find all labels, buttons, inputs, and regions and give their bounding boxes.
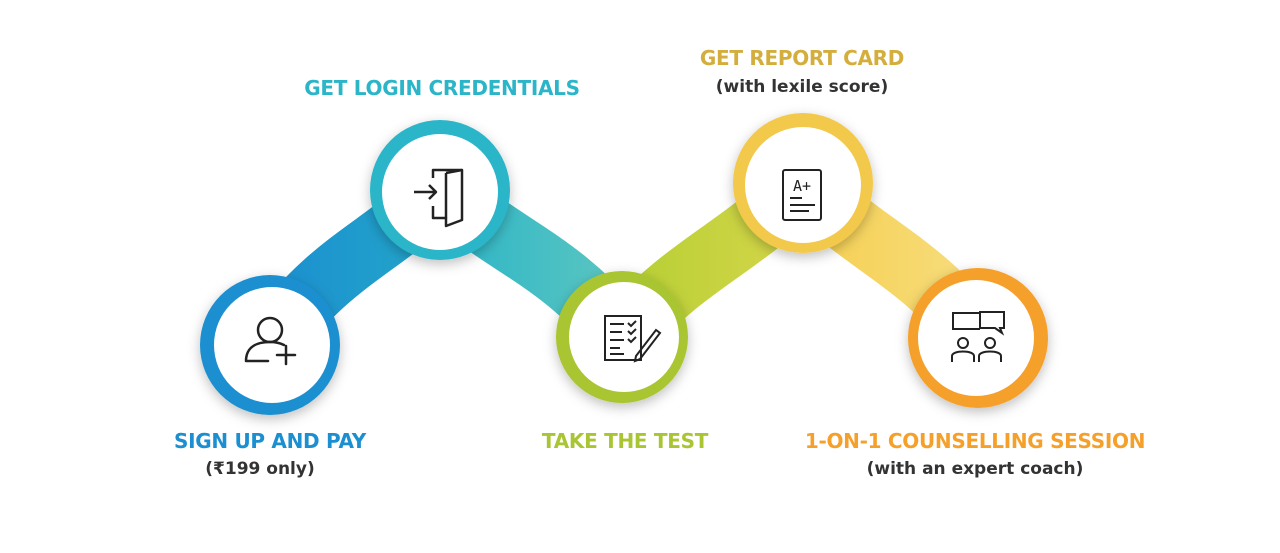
step-5-subtitle: (with an expert coach) bbox=[866, 459, 1084, 479]
test-checklist-icon bbox=[604, 315, 662, 363]
step-2-circle bbox=[370, 120, 510, 260]
user-plus-icon bbox=[244, 316, 297, 366]
step-1-circle bbox=[200, 275, 340, 415]
step-5-title: 1-ON-1 COUNSELLING SESSION bbox=[804, 429, 1146, 453]
login-door-icon bbox=[414, 168, 464, 228]
step-4-circle bbox=[733, 113, 873, 253]
report-card-icon: A+ bbox=[782, 169, 822, 221]
svg-text:A+: A+ bbox=[793, 177, 811, 195]
step-3-title: TAKE THE TEST bbox=[541, 429, 709, 453]
step-2-title: GET LOGIN CREDENTIALS bbox=[304, 76, 580, 100]
step-1-title: SIGN UP AND PAY bbox=[174, 429, 366, 453]
step-1-subtitle: (₹199 only) bbox=[205, 459, 315, 479]
counselling-icon bbox=[951, 311, 1005, 362]
step-5-circle bbox=[908, 268, 1048, 408]
step-3-circle bbox=[556, 271, 688, 403]
step-4-subtitle: (with lexile score) bbox=[715, 77, 889, 97]
step-4-title: GET REPORT CARD bbox=[699, 46, 905, 70]
